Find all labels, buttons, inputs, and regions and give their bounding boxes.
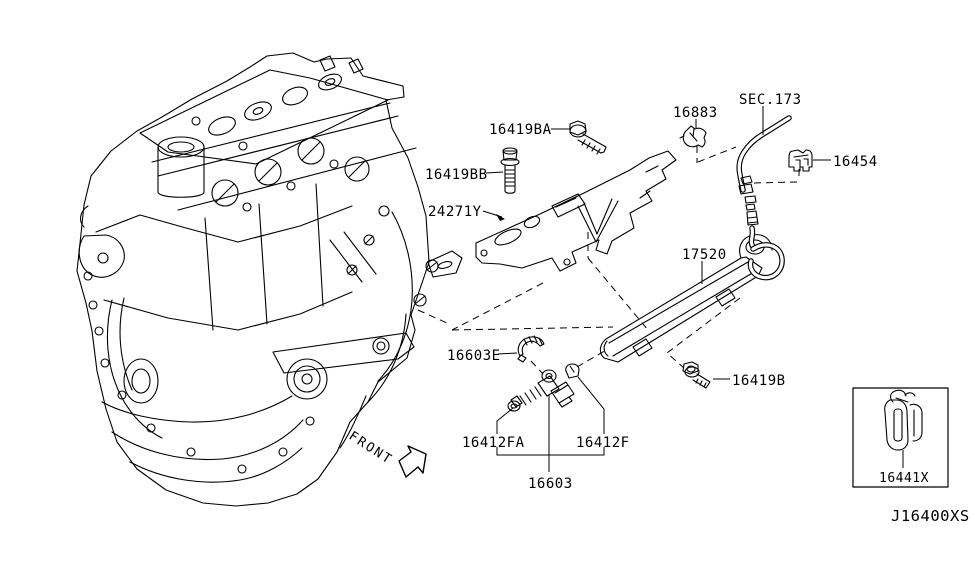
callout-16441x: 16441X <box>879 471 929 486</box>
oring-16412fa <box>507 400 521 412</box>
front-label: FRONT <box>346 429 395 468</box>
callout-16603e: 16603E <box>447 348 501 364</box>
injector-clip-16603e <box>517 335 545 363</box>
inset-box-16441x <box>852 387 949 488</box>
retainer-16412f <box>565 363 580 379</box>
callout-16603: 16603 <box>528 476 573 492</box>
callout-16419b: 16419B <box>732 373 786 389</box>
bolt-16419bb <box>500 147 520 194</box>
part-callouts: 16419BA 16419BB 24271Y 16883 SEC.173 164… <box>425 92 970 525</box>
front-arrow-icon <box>398 445 427 478</box>
callout-24271y: 24271Y <box>428 204 482 220</box>
harness-bracket-24271y <box>427 150 677 278</box>
engine-illustration <box>76 52 439 507</box>
fuel-injector-16603 <box>510 369 575 408</box>
leader-lines <box>482 106 831 472</box>
callout-sec173: SEC.173 <box>739 92 802 108</box>
tube-clip-16454 <box>788 149 813 172</box>
fuel-rail-17520 <box>599 195 785 363</box>
callout-16419bb: 16419BB <box>425 167 488 183</box>
fuel-feed-tube-sec173 <box>736 115 792 195</box>
bolt-16419ba <box>569 120 607 155</box>
callout-16883: 16883 <box>673 105 718 121</box>
callout-16419ba: 16419BA <box>489 122 552 138</box>
diagram-code: J16400XS <box>891 507 970 525</box>
locator-dashed-lines <box>417 146 800 375</box>
callout-16412fa: 16412FA <box>462 435 525 451</box>
front-direction-arrow: FRONT <box>346 429 427 478</box>
callout-16412f: 16412F <box>576 435 630 451</box>
callout-17520: 17520 <box>682 247 727 263</box>
callout-16454: 16454 <box>833 154 878 170</box>
bolt-16419b <box>682 361 711 389</box>
harness-clip-16883 <box>679 125 707 148</box>
